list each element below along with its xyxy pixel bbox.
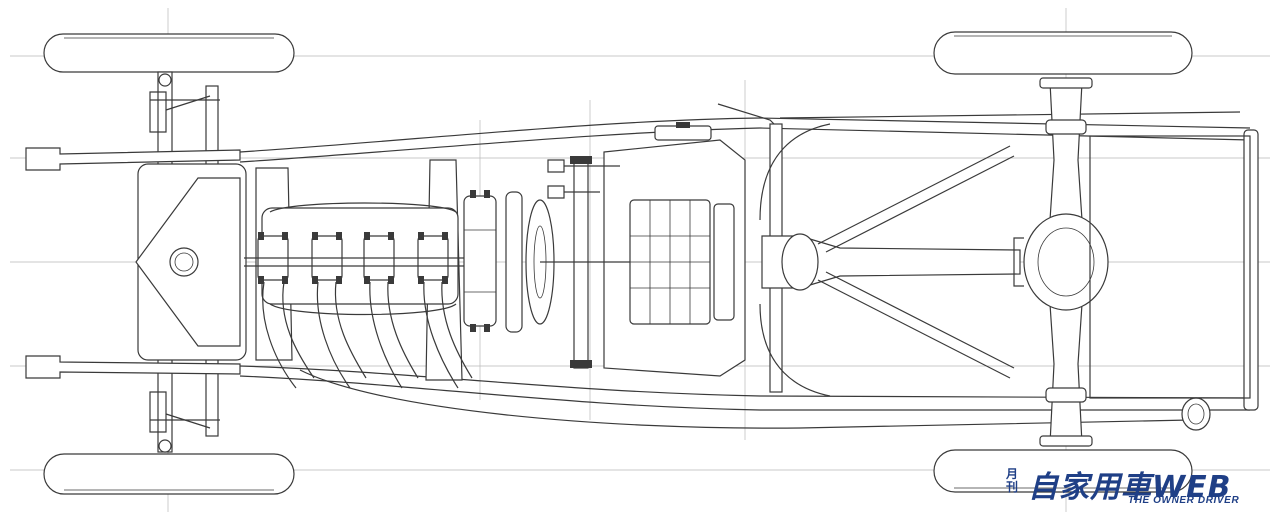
front-cross-member (25, 147, 241, 379)
gearbox (603, 139, 746, 377)
radius-rods (779, 111, 1241, 379)
front-left-wheel (43, 33, 295, 73)
rear-right-wheel (933, 449, 1193, 493)
watermark-monthly-label: 月刊 (1006, 467, 1019, 494)
publisher-watermark: 月刊 自家用車WEB THE OWNER DRIVER (1000, 462, 1268, 510)
rear-frame-end (1089, 135, 1251, 399)
chassis-frame (239, 117, 1259, 431)
front-right-wheel (43, 453, 295, 495)
differential (1013, 213, 1109, 311)
exhaust-manifold (262, 281, 473, 389)
watermark-subtitle: THE OWNER DRIVER (1128, 495, 1240, 506)
engine-block (255, 159, 463, 381)
gear-lever (654, 103, 781, 141)
flywheel (463, 190, 497, 332)
rear-left-wheel (933, 31, 1193, 75)
torque-tube (761, 233, 1021, 291)
brake-cross-shaft (540, 156, 630, 369)
watermark-title: 自家用車WEB (1028, 470, 1232, 505)
pedal-linkage (547, 159, 620, 199)
radiator (135, 163, 247, 361)
